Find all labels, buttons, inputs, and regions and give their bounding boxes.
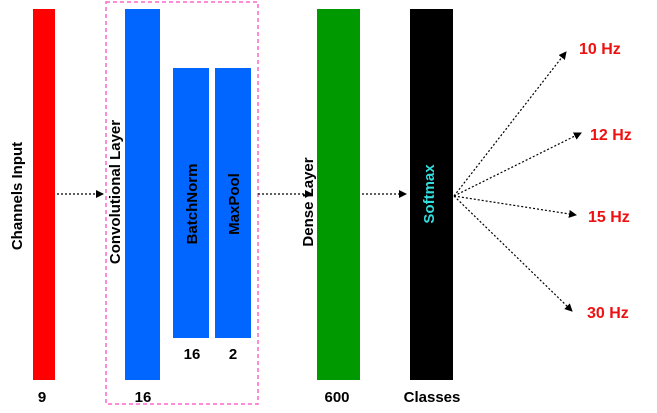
convolutional-layer-label: Convolutional Layer [107,120,124,264]
dense-layer-size: 600 [324,389,349,406]
channels-input-block [33,9,55,380]
batchnorm-label: BatchNorm [184,164,201,245]
output-label-1: 10 Hz [579,41,621,58]
output-label-3: 15 Hz [588,209,630,226]
batchnorm-size: 16 [184,346,201,363]
convolutional-group-border [105,1,259,405]
maxpool-block [215,68,251,338]
dense-layer-label: Dense Layer [300,157,317,246]
arrow-to-output-2 [453,132,582,197]
output-label-2: 12 Hz [590,127,632,144]
arrow-to-output-4 [453,195,573,312]
channels-input-label: Channels Input [9,142,26,250]
softmax-label: Softmax [421,164,438,224]
softmax-size: Classes [404,389,461,406]
arrow-to-output-3 [453,195,577,218]
arrow-to-output-1 [453,51,567,197]
output-label-4: 30 Hz [587,305,629,322]
maxpool-label: MaxPool [226,173,243,235]
convolutional-layer-block [125,9,160,380]
channels-input-size: 9 [38,389,46,406]
convolutional-layer-size: 16 [135,389,152,406]
softmax-block [410,9,453,380]
batchnorm-block [173,68,209,338]
maxpool-size: 2 [229,346,237,363]
dense-layer-block [317,9,360,380]
